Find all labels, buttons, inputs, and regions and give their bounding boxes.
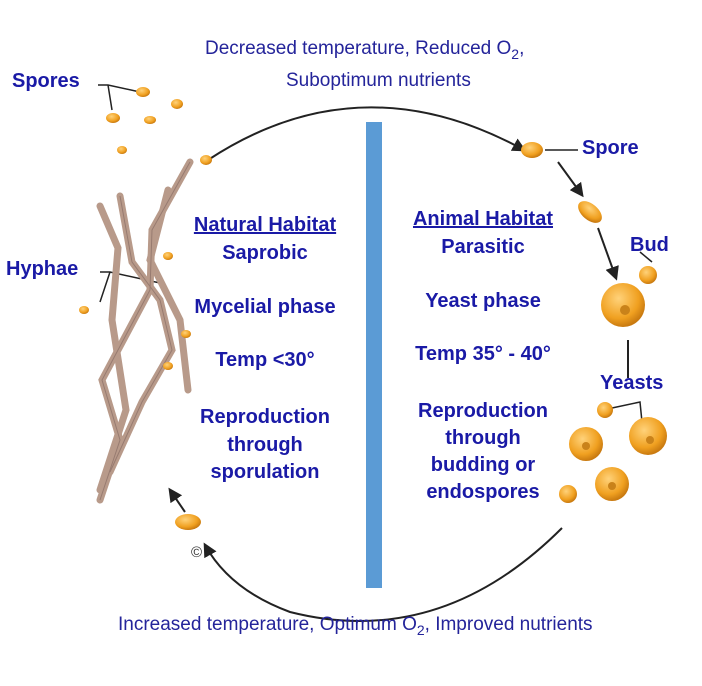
yeast-phase-label: Yeast phase — [425, 290, 541, 312]
yeasts-leader — [611, 401, 643, 423]
spores-cluster — [79, 87, 212, 370]
bud-label: Bud — [630, 234, 669, 256]
hyphae-outline — [99, 161, 191, 501]
spores-label: Spores — [12, 70, 80, 92]
hyphae-label: Hyphae — [6, 258, 79, 280]
arrow-spore-to-bud — [557, 161, 584, 198]
copyright-mark: © — [191, 544, 203, 561]
budding-yeast — [601, 266, 657, 327]
yeasts-label: Yeasts — [600, 372, 664, 394]
bottom-caption: Increased temperature, Optimum O2, Impro… — [118, 614, 593, 638]
bottom-arc-arrow — [203, 527, 563, 622]
top-caption-line1: Decreased temperature, Reduced O2, — [205, 38, 525, 62]
saprobic-label: Saprobic — [222, 242, 308, 264]
hyphae-leader-2 — [99, 271, 111, 303]
arrow-to-yeast — [597, 227, 619, 281]
natural-habitat-heading: Natural Habitat — [193, 214, 337, 236]
spore-cell — [521, 142, 543, 158]
elongated-cell — [578, 201, 602, 223]
bud-leader — [639, 251, 653, 263]
spores-leader-2 — [107, 84, 113, 111]
left-repro-line2: through — [227, 434, 303, 456]
parasitic-label: Parasitic — [441, 236, 525, 258]
mycelial-phase-label: Mycelial phase — [194, 296, 336, 318]
arrow-to-hyphae — [168, 487, 186, 513]
right-repro-line4: endospores — [426, 481, 540, 503]
spore-label: Spore — [582, 137, 639, 159]
left-temp-label: Temp <30° — [215, 349, 315, 371]
right-repro-line2: through — [445, 427, 521, 449]
top-arc-arrow — [207, 106, 527, 161]
center-divider — [366, 122, 382, 588]
yeast-cells — [559, 402, 667, 503]
germinating-spore — [175, 514, 201, 530]
right-repro-line1: Reproduction — [418, 400, 548, 422]
left-repro-line3: sporulation — [210, 461, 320, 483]
top-caption-line2: Suboptimum nutrients — [286, 70, 471, 91]
right-repro-line3: budding or — [430, 454, 536, 476]
left-repro-line1: Reproduction — [200, 406, 330, 428]
animal-habitat-heading: Animal Habitat — [412, 208, 554, 230]
spores-leader — [98, 84, 141, 93]
right-temp-label: Temp 35° - 40° — [415, 343, 551, 365]
